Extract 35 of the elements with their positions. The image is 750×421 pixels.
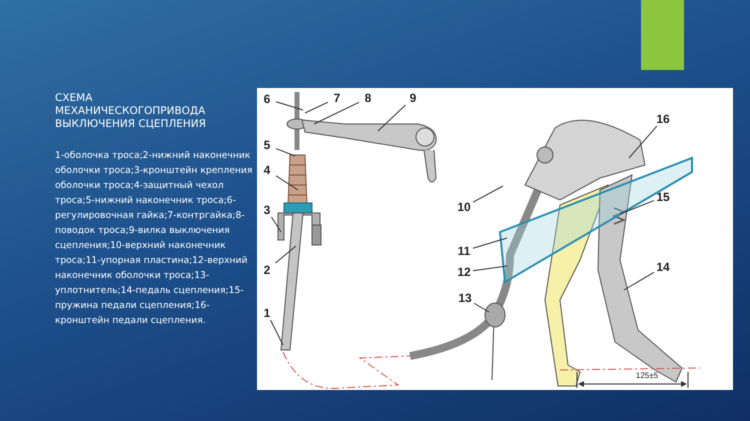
leader-line (474, 302, 490, 312)
callout-number: 1 (258, 306, 276, 320)
leader-line (620, 200, 654, 214)
callout-number: 5 (258, 138, 276, 152)
leader-line (624, 272, 654, 290)
callout-number: 8 (359, 91, 377, 105)
leader-line (276, 148, 296, 156)
slide-title: СХЕМА МЕХАНИЧЕСКОГОПРИВОДА ВЫКЛЮЧЕНИЯ СЦЕПЛЕНИЯ (55, 92, 207, 131)
leader-line (270, 320, 284, 346)
callout-number: 4 (258, 163, 276, 177)
leader-line (472, 238, 508, 249)
callout-number: 7 (328, 91, 346, 105)
leader-line (472, 266, 508, 272)
callout-number: 10 (455, 200, 473, 214)
leader-line (276, 101, 304, 110)
leader-line (628, 126, 658, 158)
leader-line (472, 186, 504, 203)
callout-number: 16 (654, 112, 672, 126)
callout-number: 9 (404, 91, 422, 105)
leader-line (276, 175, 298, 190)
legend-text: 1-оболочка троса;2-нижний наконечник оболочки троса;3-кронштейн крепления оболочки троса;4-защитный чехол троса;5-нижний наконечник троса;6-регулировочная гайка;7-контргайка;8-поводок троса;9-вилка выключения сцепления;10-верхний наконечник троса;11-упорная пластина;12-верхний наконечник оболочки троса;13-уплотнитель;14-педаль сцепления;15-пружина педали сцепления;16-кронштейн педали сцепления. (55, 149, 254, 328)
leader-line (270, 216, 282, 232)
callout-number: 13 (456, 291, 474, 305)
callout-number: 15 (654, 190, 672, 204)
callout-number: 2 (258, 263, 276, 277)
leader-line (274, 246, 296, 264)
dimension-label: 125±5 (634, 370, 660, 381)
callout-number: 3 (258, 203, 276, 217)
leader-line (314, 102, 360, 124)
callout-number: 6 (258, 92, 276, 106)
callout-number: 14 (654, 260, 672, 274)
callout-number: 12 (455, 265, 473, 279)
leader-line (378, 104, 406, 132)
leader-line (304, 102, 328, 114)
callout-number: 11 (455, 244, 473, 258)
